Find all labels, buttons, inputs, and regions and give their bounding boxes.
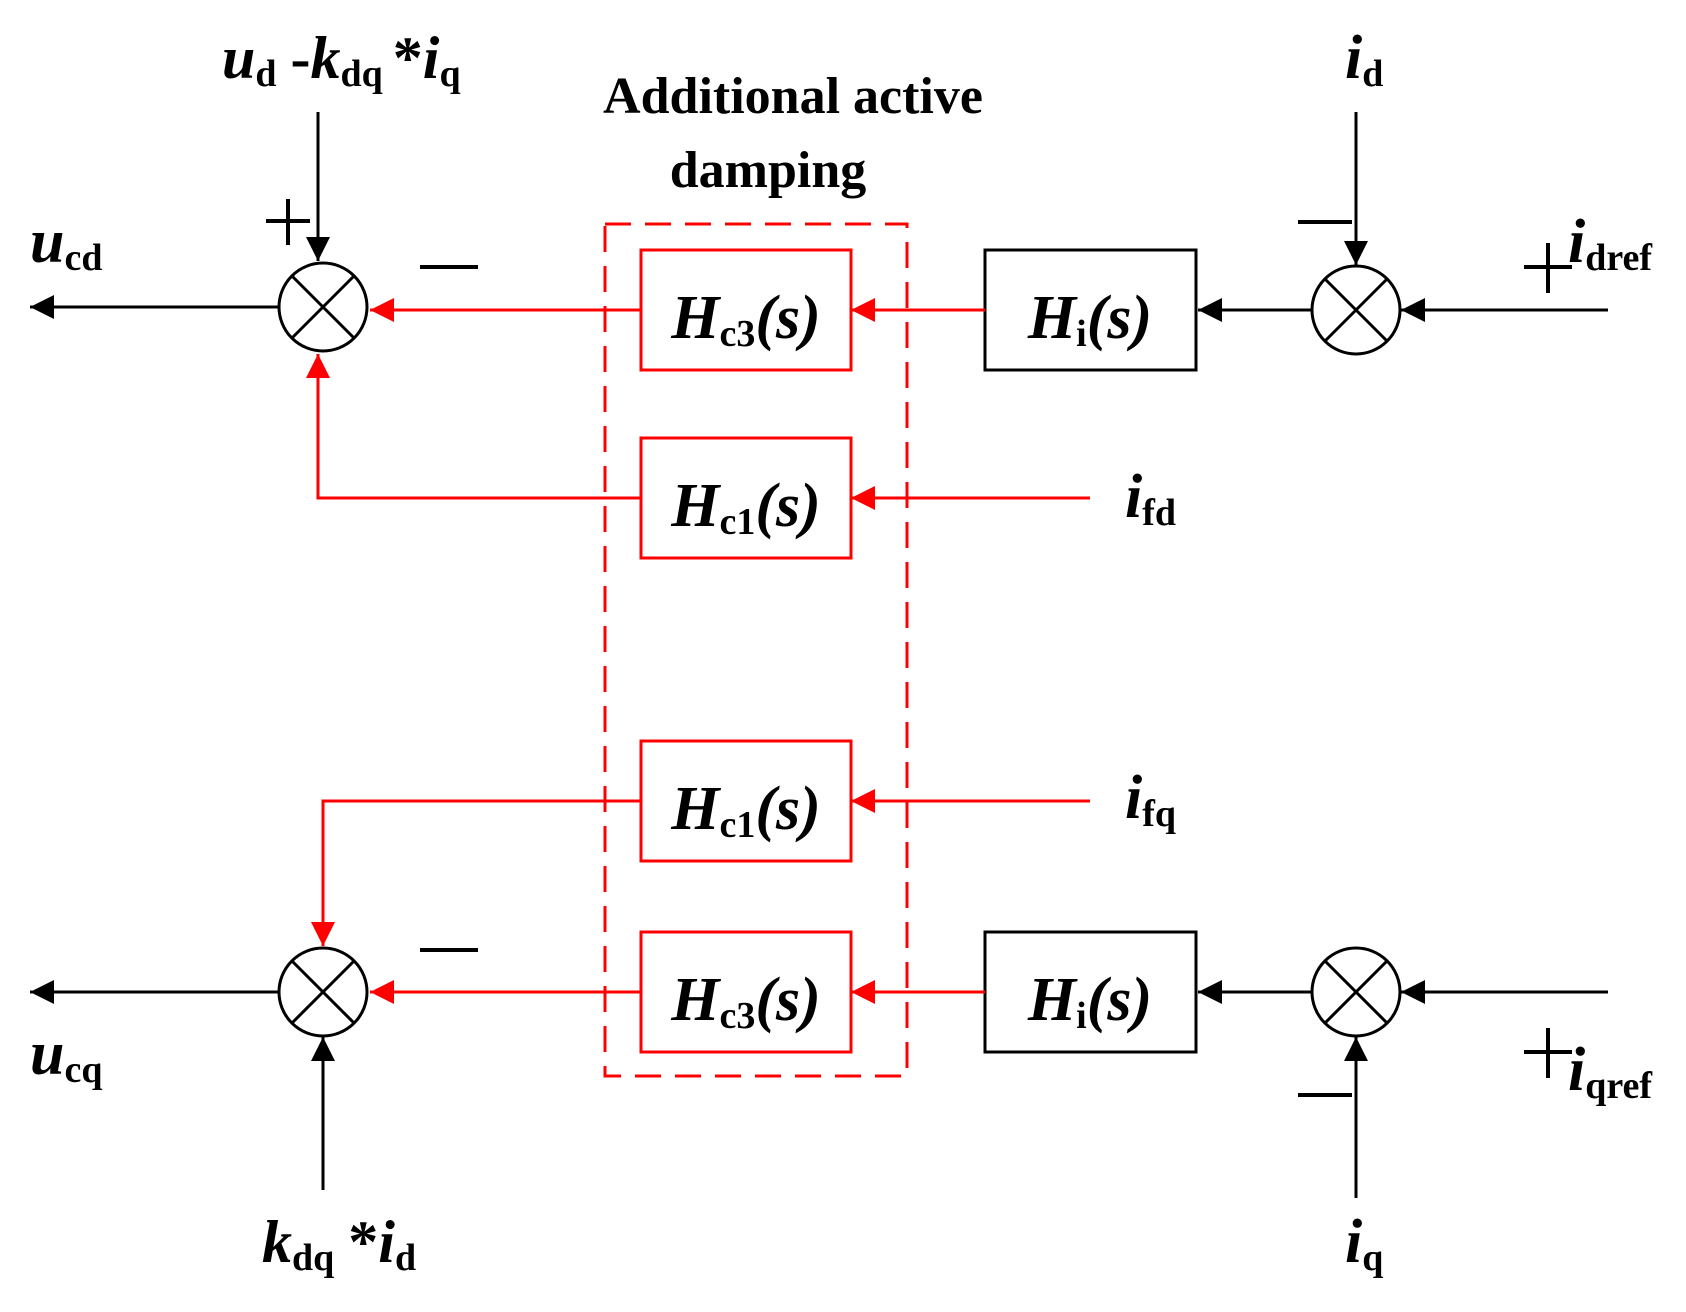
- ifq-label: ifq: [1125, 764, 1176, 835]
- additional-damping-region: [603, 222, 909, 1078]
- hc1-to-sum-top-arrow: [306, 354, 641, 500]
- ucd-label: ucd: [30, 208, 102, 279]
- iqref-label: iqref: [1568, 1036, 1653, 1107]
- idref-label: idref: [1568, 208, 1653, 279]
- sum-junction-bottom-right: [1310, 946, 1402, 1038]
- hc3-block-top: [639, 248, 853, 372]
- plus-sign-bottom-right: [1524, 1028, 1572, 1078]
- iq-label-bottom: iq: [1345, 1208, 1383, 1279]
- plus-sign-top-left: [266, 199, 310, 245]
- hc3-block-top-label: Hc3(s): [670, 284, 821, 355]
- title-line-1: Additional active: [603, 68, 983, 125]
- hc1-block-top: [639, 436, 853, 560]
- plus-sign-top-right: [1524, 243, 1572, 293]
- hc1-to-sum-bottom-arrow: [311, 799, 641, 946]
- hi-block-bottom-label: Hi(s): [1027, 966, 1152, 1037]
- id-label-top: id: [1345, 24, 1383, 95]
- hc1-block-bottom: [639, 739, 853, 863]
- hc1-block-top-label: Hc1(s): [670, 472, 821, 543]
- hi-block-top-label: Hi(s): [1027, 284, 1152, 355]
- feedforward-bottom-label: kdq*id: [262, 1209, 416, 1279]
- sum-junction-top-left: [277, 261, 369, 353]
- hi-block-bottom: [983, 930, 1198, 1054]
- hc3-block-bottom-label: Hc3(s): [670, 966, 821, 1037]
- sum-junction-top-right: [1310, 264, 1402, 356]
- hc1-block-bottom-label: Hc1(s): [670, 775, 821, 846]
- title-line-2: damping: [670, 142, 867, 199]
- ifd-label: ifd: [1125, 463, 1176, 534]
- sum-junction-bottom-left: [277, 946, 369, 1038]
- feedforward-top-label: ud-kdq*iq: [222, 25, 461, 95]
- hi-block-top: [983, 248, 1198, 372]
- hc3-block-bottom: [639, 930, 853, 1054]
- ucq-label: ucq: [30, 1020, 102, 1091]
